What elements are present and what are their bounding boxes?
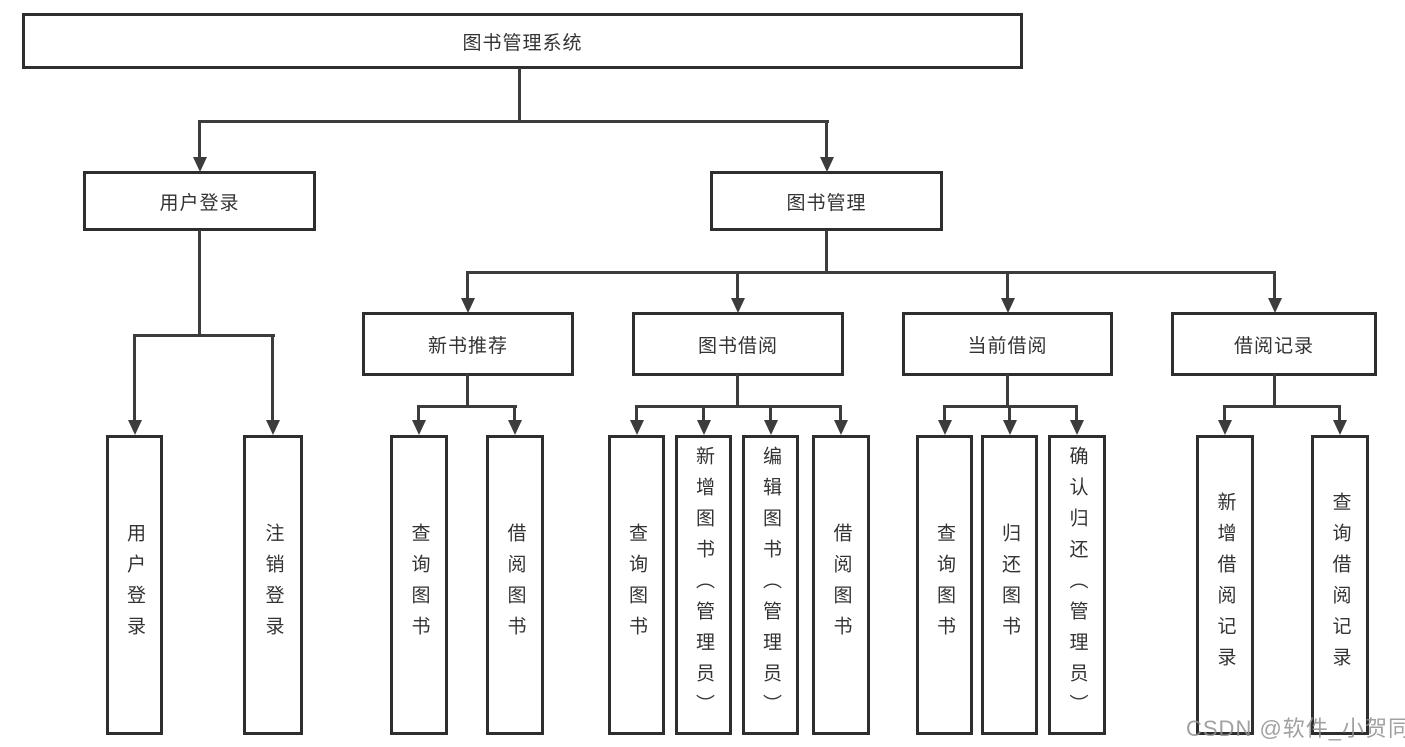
leaf-label: 查询图书 bbox=[408, 523, 430, 647]
connector-drop-leaf bbox=[133, 334, 136, 421]
node-label: 当前借阅 bbox=[967, 335, 1048, 357]
connector-drop-book-management bbox=[825, 120, 828, 159]
leaf-query-books-borrowing: 查询图书 bbox=[608, 435, 665, 735]
connector-drop-level3 bbox=[736, 271, 739, 299]
leaf-borrow-books: 借阅图书 bbox=[812, 435, 870, 735]
connector-drop-leaf bbox=[635, 405, 638, 422]
leaf-label: 归还图书 bbox=[999, 523, 1020, 647]
node-user-login: 用户登录 bbox=[83, 171, 316, 231]
connector-userlogin-rail bbox=[133, 334, 275, 337]
leaf-edit-books-admin: 编辑图书（管理员） bbox=[742, 435, 799, 735]
leaf-return-books: 归还图书 bbox=[981, 435, 1038, 735]
leaf-query-borrow-record: 查询借阅记录 bbox=[1311, 435, 1369, 735]
arrow-down-icon bbox=[697, 420, 711, 435]
connector-borrowing-rail bbox=[635, 405, 842, 408]
csdn-watermark: CSDN @软件_小贺同学 bbox=[1186, 716, 1405, 741]
connector-drop-user-login bbox=[198, 120, 201, 159]
connector-drop-leaf bbox=[1075, 405, 1078, 422]
connector-recommend-stem bbox=[466, 374, 469, 408]
arrow-down-icon bbox=[1003, 420, 1017, 435]
connector-records-rail bbox=[1223, 405, 1341, 408]
node-label: 新书推荐 bbox=[427, 335, 508, 357]
connector-drop-level3 bbox=[1006, 271, 1009, 299]
arrow-down-icon bbox=[193, 157, 207, 172]
connector-root-rail bbox=[198, 120, 829, 123]
arrow-down-icon bbox=[508, 420, 522, 435]
node-library-management-system: 图书管理系统 bbox=[22, 13, 1023, 69]
arrow-down-icon bbox=[1333, 420, 1347, 435]
leaf-label: 查询图书 bbox=[934, 523, 955, 647]
connector-bookmgmt-rail bbox=[466, 271, 1276, 274]
connector-drop-level3 bbox=[1273, 271, 1276, 299]
node-label: 图书管理 bbox=[786, 192, 867, 214]
connector-drop-leaf bbox=[1223, 405, 1226, 422]
arrow-down-icon bbox=[1001, 298, 1015, 313]
leaf-add-books-admin: 新增图书（管理员） bbox=[675, 435, 732, 735]
arrow-down-icon bbox=[1070, 420, 1084, 435]
node-current-borrowing: 当前借阅 bbox=[902, 312, 1113, 376]
connector-drop-leaf bbox=[513, 405, 516, 422]
node-new-book-recommendation: 新书推荐 bbox=[362, 312, 574, 376]
arrow-down-icon bbox=[938, 420, 952, 435]
leaf-query-books-current: 查询图书 bbox=[916, 435, 973, 735]
arrow-down-icon bbox=[128, 420, 142, 435]
connector-drop-leaf bbox=[943, 405, 946, 422]
leaf-label: 借阅图书 bbox=[504, 523, 526, 647]
node-borrowing-records: 借阅记录 bbox=[1171, 312, 1377, 376]
connector-records-stem bbox=[1273, 374, 1276, 408]
leaf-label: 查询图书 bbox=[626, 523, 647, 647]
connector-drop-leaf bbox=[1338, 405, 1341, 422]
arrow-down-icon bbox=[1218, 420, 1232, 435]
arrow-down-icon bbox=[834, 420, 848, 435]
leaf-borrow-books-recommend: 借阅图书 bbox=[486, 435, 544, 735]
arrow-down-icon bbox=[731, 298, 745, 313]
connector-drop-leaf bbox=[1008, 405, 1011, 422]
leaf-confirm-return-admin: 确认归还（管理员） bbox=[1048, 435, 1106, 735]
connector-drop-leaf bbox=[271, 334, 274, 421]
leaf-label: 用户登录 bbox=[124, 523, 145, 647]
leaf-label: 借阅图书 bbox=[830, 523, 852, 647]
connector-drop-leaf bbox=[769, 405, 772, 422]
leaf-label: 新增图书（管理员） bbox=[693, 445, 714, 725]
arrow-down-icon bbox=[820, 157, 834, 172]
connector-drop-leaf bbox=[702, 405, 705, 422]
arrow-down-icon bbox=[461, 298, 475, 313]
leaf-add-borrow-record: 新增借阅记录 bbox=[1196, 435, 1254, 735]
leaf-label: 查询借阅记录 bbox=[1329, 492, 1351, 678]
connector-recommend-rail bbox=[417, 405, 517, 408]
leaf-label: 编辑图书（管理员） bbox=[760, 445, 781, 725]
connector-borrowing-stem bbox=[736, 374, 739, 408]
connector-root-stem bbox=[518, 68, 521, 121]
leaf-label: 确认归还（管理员） bbox=[1066, 445, 1088, 725]
connector-userlogin-stem bbox=[198, 230, 201, 337]
node-label: 图书管理系统 bbox=[462, 32, 583, 54]
arrow-down-icon bbox=[1268, 298, 1282, 313]
connector-drop-level3 bbox=[466, 271, 469, 299]
leaf-label: 注销登录 bbox=[262, 523, 284, 647]
leaf-user-login: 用户登录 bbox=[106, 435, 163, 735]
connector-bookmgmt-stem bbox=[825, 230, 828, 274]
connector-drop-leaf bbox=[417, 405, 420, 422]
node-label: 借阅记录 bbox=[1233, 335, 1314, 357]
arrow-down-icon bbox=[764, 420, 778, 435]
node-book-management: 图书管理 bbox=[710, 171, 943, 231]
arrow-down-icon bbox=[266, 420, 280, 435]
leaf-logout: 注销登录 bbox=[243, 435, 303, 735]
leaf-query-books-recommend: 查询图书 bbox=[390, 435, 448, 735]
connector-current-stem bbox=[1006, 374, 1009, 408]
connector-drop-leaf bbox=[839, 405, 842, 422]
node-label: 图书借阅 bbox=[697, 335, 778, 357]
node-book-borrowing: 图书借阅 bbox=[632, 312, 844, 376]
node-label: 用户登录 bbox=[159, 192, 240, 214]
leaf-label: 新增借阅记录 bbox=[1214, 492, 1236, 678]
arrow-down-icon bbox=[630, 420, 644, 435]
arrow-down-icon bbox=[412, 420, 426, 435]
